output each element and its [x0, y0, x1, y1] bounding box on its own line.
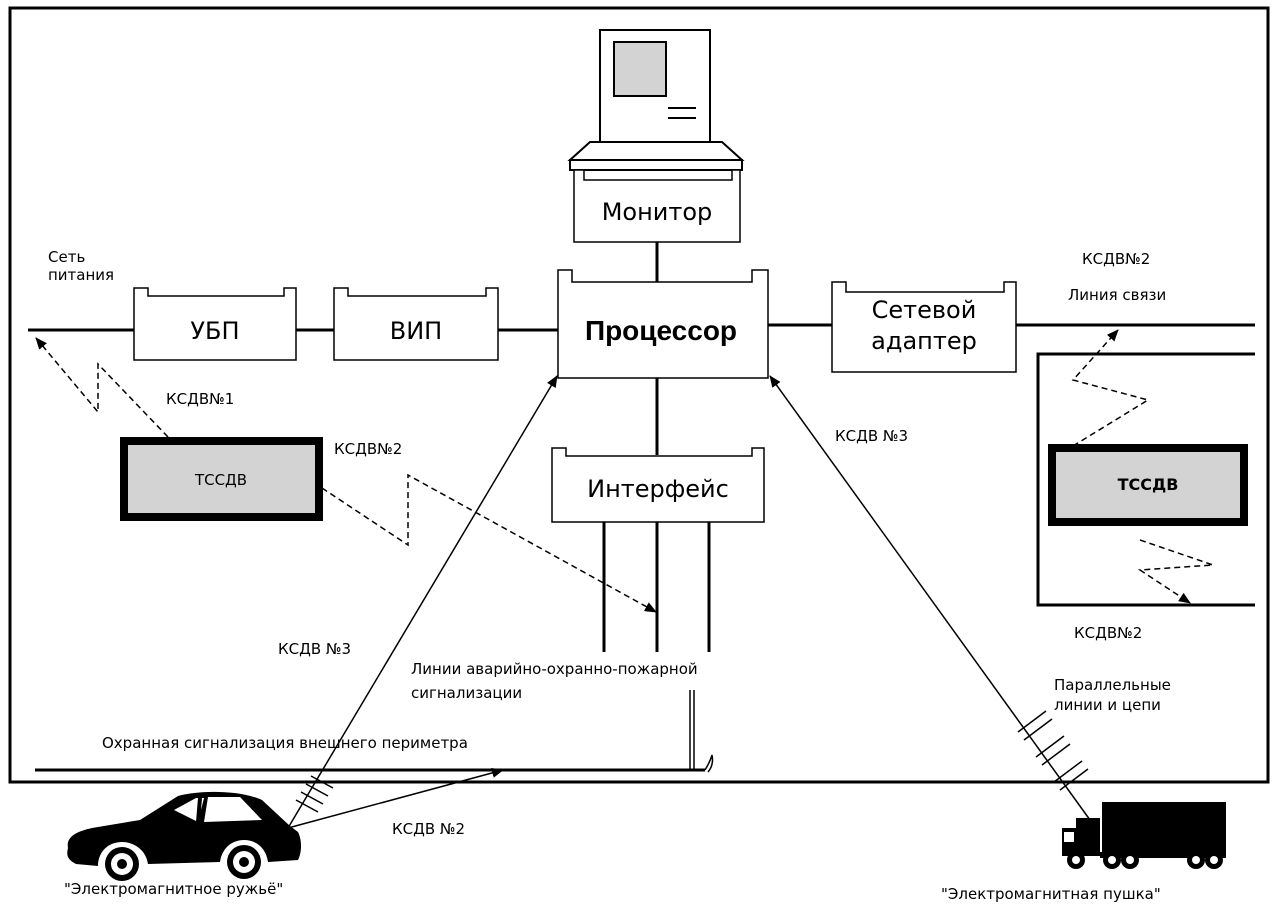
network-adapter-label-1: Сетевой: [872, 296, 977, 324]
ksdv2-bottom-channel: [287, 768, 504, 829]
ksdv3-right-label: КСДВ №3: [835, 427, 908, 445]
tssdv-right-label: ТССДВ: [1118, 475, 1179, 494]
ubp-block: УБП: [133, 287, 297, 361]
ksdv2-bottom-right-channel: [1137, 539, 1214, 604]
alarm-lines: [602, 522, 711, 652]
network-adapter-block: Сетевой адаптер: [831, 281, 1017, 373]
ubp-label: УБП: [190, 317, 239, 345]
car-icon: [67, 791, 301, 881]
monitor-label: Монитор: [602, 198, 713, 226]
alarm-lines-label-1: Линии аварийно-охранно-пожарной: [411, 660, 698, 678]
monitor-block: Монитор: [573, 169, 741, 243]
right-enclosure: [1036, 352, 1255, 607]
computer-icon: [567, 29, 745, 171]
interface-label: Интерфейс: [587, 475, 729, 503]
left-line-ticks: [295, 775, 334, 813]
truck-icon: [1062, 802, 1226, 869]
power-network-label-2: питания: [48, 266, 114, 284]
solid-channels: [287, 375, 1091, 829]
vip-block: ВИП: [333, 287, 499, 361]
dashed-channels: [35, 329, 1214, 613]
power-network-label-1: Сеть: [48, 248, 85, 266]
ksdv2-left-channel: [321, 473, 657, 613]
processor-block: Процессор: [557, 269, 769, 379]
ksdv2-bottom-right-label: КСДВ№2: [1074, 624, 1142, 642]
ksdv2-top-right-label: КСДВ№2: [1082, 250, 1150, 268]
tssdv-left-block: ТССДВ: [120, 437, 323, 521]
perimeter-line: [35, 690, 714, 773]
processor-label: Процессор: [585, 315, 737, 346]
ksdv3-left-channel: [287, 375, 558, 829]
ksdv2-top-right-channel: [1071, 329, 1150, 447]
em-rifle-label: "Электромагнитное ружьё": [64, 880, 283, 898]
ksdv2-bottom-label: КСДВ №2: [392, 820, 465, 838]
parallel-lines-label-2: линии и цепи: [1054, 696, 1161, 714]
ksdv3-right-channel: [769, 375, 1091, 821]
comm-line-label: Линия связи: [1068, 286, 1166, 304]
ksdv3-left-label: КСДВ №3: [278, 640, 351, 658]
alarm-lines-label-2: сигнализации: [411, 684, 522, 702]
building-outline: [8, 6, 1270, 784]
em-cannon-label: "Электромагнитная пушка": [941, 885, 1161, 903]
perimeter-label: Охранная сигнализация внешнего периметра: [102, 734, 468, 752]
ksdv1-label: КСДВ№1: [166, 390, 234, 408]
ksdv2-left-label: КСДВ№2: [334, 440, 402, 458]
interface-block: Интерфейс: [551, 447, 765, 523]
tssdv-left-label: ТССДВ: [194, 471, 247, 489]
tssdv-right-block: ТССДВ: [1048, 444, 1248, 526]
ksdv1-channel: [35, 337, 169, 438]
vip-label: ВИП: [390, 317, 442, 345]
right-line-ticks: [1017, 710, 1089, 791]
network-adapter-label-2: адаптер: [871, 327, 977, 355]
parallel-lines-label-1: Параллельные: [1054, 676, 1171, 694]
